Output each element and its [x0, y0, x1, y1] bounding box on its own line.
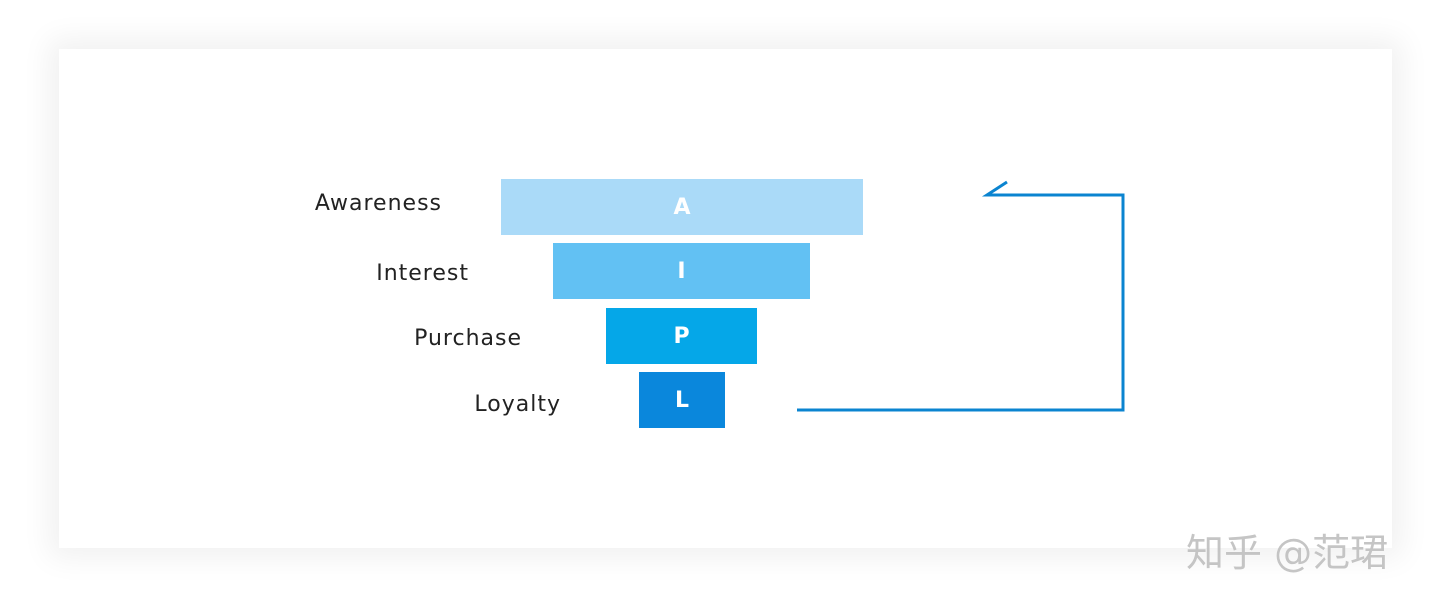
stage-label-awareness: Awareness: [314, 191, 442, 216]
funnel-letter-p: P: [673, 323, 690, 349]
stage-label-interest: Interest: [376, 261, 469, 286]
stage-label-loyalty: Loyalty: [474, 392, 561, 417]
stage-label-purchase: Purchase: [414, 326, 522, 351]
funnel-letter-i: I: [677, 258, 686, 284]
funnel-bar-interest: I: [553, 243, 810, 299]
funnel-bar-loyalty: L: [639, 372, 725, 428]
loop-path: [797, 180, 1125, 412]
funnel-bar-purchase: P: [606, 308, 757, 364]
funnel-bar-awareness: A: [501, 179, 863, 235]
funnel-letter-a: A: [673, 194, 691, 220]
watermark: 知乎 @范珺: [1186, 531, 1389, 575]
funnel-letter-l: L: [674, 387, 690, 413]
